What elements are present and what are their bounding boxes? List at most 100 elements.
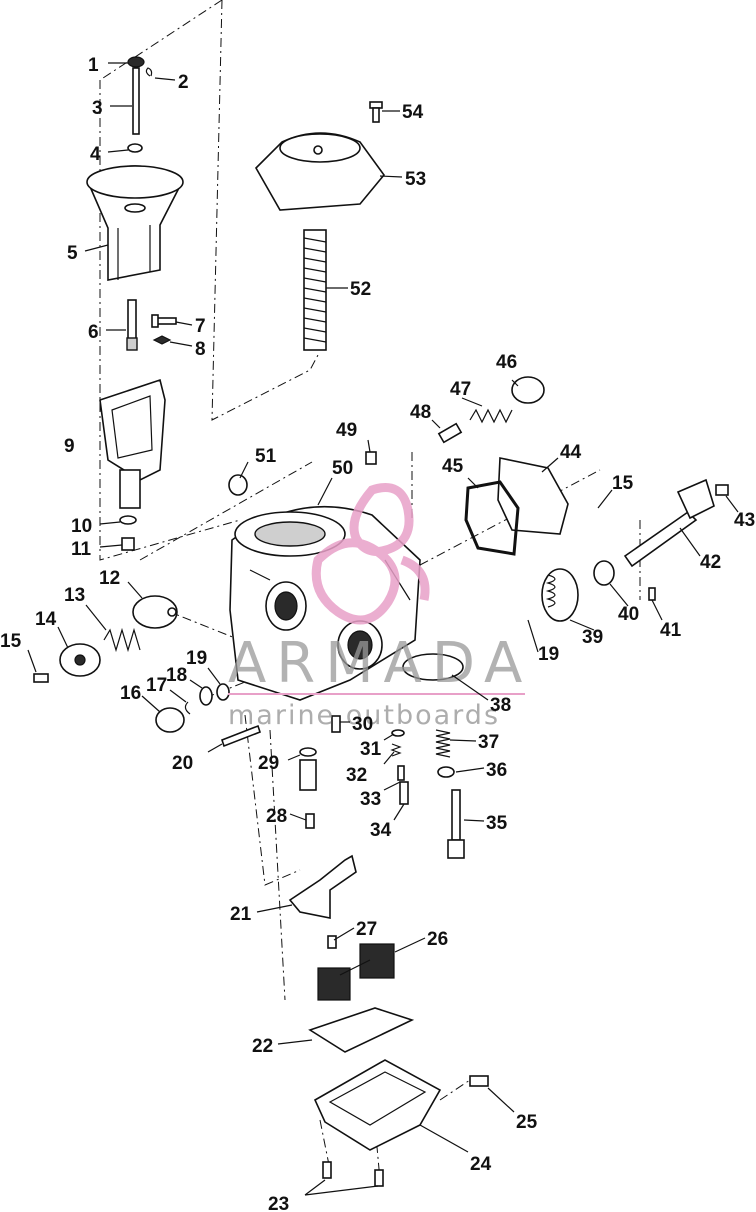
callout-7: 7 [195,316,206,337]
watermark: ARMADA marine outboards [228,483,532,731]
part-34-pilot-screw [399,781,409,805]
part-40-collar [593,560,615,586]
part-32-spring [390,743,402,757]
watermark-logo [311,483,430,625]
callout-32: 32 [346,765,367,786]
callout-15-left: 15 [0,631,22,652]
part-38-plate [402,653,464,681]
leader-lines [27,62,739,1196]
part-49-jet [365,451,377,465]
callout-18: 18 [166,665,187,686]
part-47-spring [469,408,513,424]
callout-20: 20 [172,753,193,774]
watermark-title: ARMADA [228,631,532,696]
part-33-screw [397,765,405,781]
callout-12: 12 [99,568,120,589]
part-30-jet [331,715,341,733]
part-28-needle-valve [299,759,317,829]
part-4-washer [127,143,143,153]
callout-labels: 1 2 3 4 5 6 7 8 9 10 11 12 13 14 15 15 1… [0,55,755,1212]
part-19a-oring [216,683,230,701]
callout-34: 34 [370,820,392,841]
callout-28: 28 [266,806,287,827]
callout-22: 22 [252,1036,273,1057]
callout-14: 14 [35,609,57,630]
callout-19-right: 19 [538,644,559,665]
callout-24: 24 [470,1154,492,1175]
callout-31: 31 [360,739,382,760]
part-31-washer [391,729,405,737]
callout-43: 43 [734,510,755,531]
callout-40: 40 [618,604,639,625]
callout-46: 46 [496,352,517,373]
part-20-shaft [221,724,261,748]
callout-9: 9 [64,436,75,457]
part-17-clip [184,701,191,715]
part-9-slide [99,378,166,509]
callout-49: 49 [336,420,357,441]
callout-19-left: 19 [186,648,207,669]
callout-21: 21 [230,904,252,925]
part-11-plug [121,537,135,551]
part-1-nut [127,56,145,68]
callout-50: 50 [332,458,353,479]
callout-45: 45 [442,456,464,477]
callout-44: 44 [560,442,582,463]
callout-16: 16 [120,683,141,704]
part-27-screw [327,935,337,949]
part-7-screw [151,314,177,328]
part-15a-screw [33,673,49,683]
callout-54: 54 [402,102,424,123]
part-42-throttle-shaft [623,478,715,568]
part-29-oring [299,747,317,757]
callout-6: 6 [88,322,99,343]
callout-53: 53 [405,169,426,190]
callout-2: 2 [178,72,189,93]
callout-47: 47 [450,379,471,400]
part-22-gasket [308,1007,415,1053]
callout-5: 5 [67,243,78,264]
part-46-cap [511,376,545,404]
part-52-spring [303,229,327,351]
part-44-cover [497,457,569,535]
part-41-screw [648,587,656,601]
callout-35: 35 [486,813,508,834]
part-39-spring-coil [541,568,579,622]
part-2-clip [145,67,153,77]
callout-23: 23 [268,1194,289,1212]
part-18-washer [199,686,213,706]
part-36-washer [437,766,455,778]
callout-30: 30 [352,714,373,735]
callout-42: 42 [700,552,721,573]
callout-37: 37 [478,732,499,753]
part-43-screw [715,484,729,496]
callout-29: 29 [258,753,279,774]
callout-8: 8 [195,339,206,360]
callout-11: 11 [71,539,92,560]
part-13-spring [103,627,141,653]
callout-51: 51 [255,446,277,467]
part-21-bracket [288,854,357,919]
callout-25: 25 [516,1112,538,1133]
callout-3: 3 [92,98,103,119]
callout-36: 36 [486,760,507,781]
callout-17: 17 [146,675,167,696]
callout-10: 10 [71,516,92,537]
part-35-main-jet-holder [447,789,465,859]
part-24-float-bowl [313,1059,442,1151]
part-3-rod [132,67,140,135]
callout-4: 4 [90,144,101,165]
callout-13: 13 [64,585,85,606]
callout-38: 38 [490,695,511,716]
callout-1: 1 [88,55,99,76]
part-12-cover [132,595,178,629]
callout-27: 27 [356,919,377,940]
part-14-cover [59,643,101,677]
part-26-float [317,943,395,1001]
part-23-screws [322,1161,384,1187]
part-5-diaphragm-piston [86,165,184,281]
callout-33: 33 [360,789,381,810]
callout-52: 52 [350,279,371,300]
